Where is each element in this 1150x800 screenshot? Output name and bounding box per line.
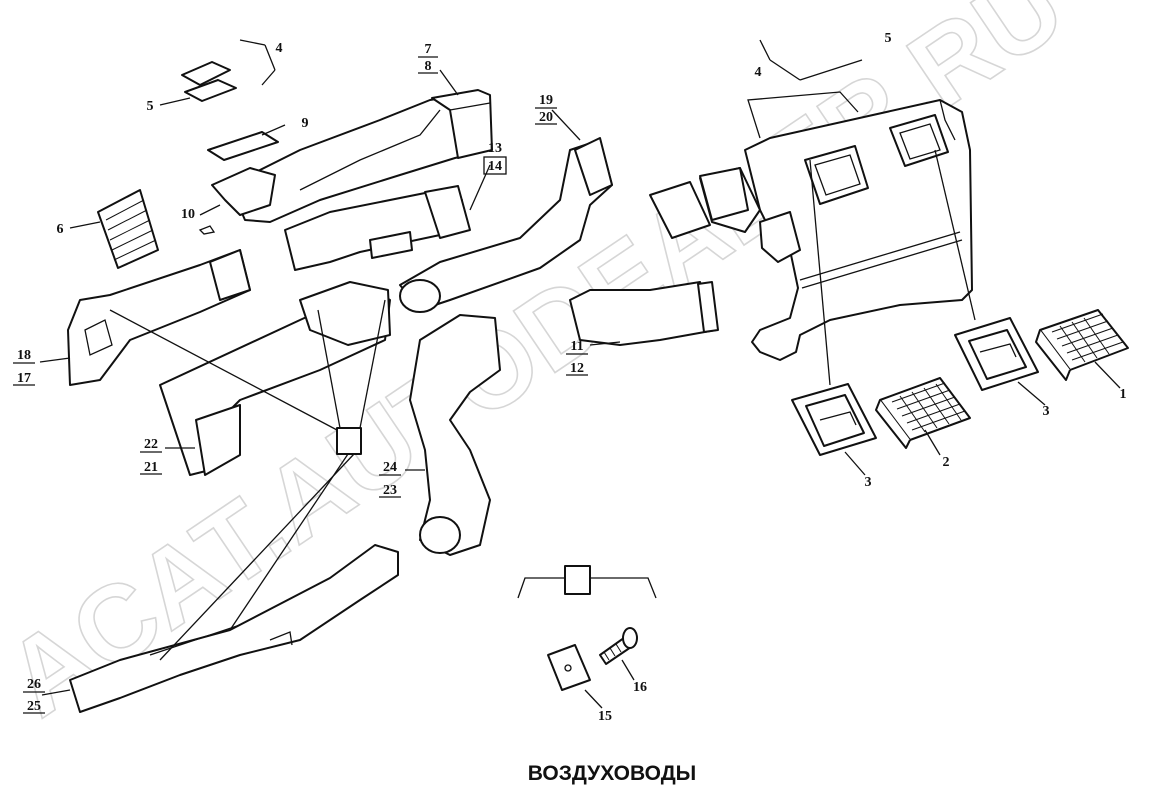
label-5-left: 5 [147,99,154,114]
panel-leader-lines [747,39,976,386]
centre-duct-19-20 [399,137,613,313]
label-20: 20 [539,110,553,125]
label-1: 1 [1120,387,1127,402]
label-12: 12 [570,361,584,376]
label-25: 25 [27,699,41,714]
label-15: 15 [598,709,612,724]
label-16: 16 [633,680,647,695]
label-5-right: 5 [885,31,892,46]
lower-left-duct-21-22 [159,281,391,476]
left-duct-17-18 [67,249,251,386]
label-underlines [13,56,588,714]
label-13: 13 [488,141,502,156]
label-2: 2 [943,455,950,470]
upper-duct-7-8 [229,89,493,223]
label-24: 24 [383,460,397,475]
left-vent-6 [97,189,159,269]
small-vent-parts-left [181,61,279,235]
label-4-left: 4 [276,41,283,56]
label-7: 7 [425,42,432,57]
label-17: 17 [17,371,31,386]
dashboard-panel [699,99,973,361]
label-21: 21 [144,460,158,475]
vent-grille-1 [1035,309,1129,381]
label-14: 14 [488,159,502,174]
bottom-long-duct-25-26 [69,544,399,713]
label-22: 22 [144,437,158,452]
callout-labels: 1 2 3 3 4 4 5 5 6 7 8 9 10 11 12 13 14 1… [17,31,1127,724]
label-11: 11 [570,339,583,354]
label-9: 9 [302,116,309,131]
label-4-right: 4 [755,65,762,80]
diagram-caption: ВОЗДУХОВОДЫ [528,762,696,785]
label-26: 26 [27,677,41,692]
clip-symbol-leaders [109,299,386,661]
vent-grille-2 [875,377,971,449]
label-10: 10 [181,207,195,222]
vent-bezel-3a [791,383,877,456]
vent-bezel-3b [954,317,1039,391]
label-19: 19 [539,93,553,108]
callout-leader-lines [39,39,1121,709]
label-23: 23 [383,483,397,498]
label-6: 6 [57,222,64,237]
fastener-detail [517,565,657,691]
middle-duct-13-14 [284,185,471,271]
s-duct-23-24 [409,314,501,556]
label-3-right: 3 [1043,404,1050,419]
right-duct-11-12 [569,167,749,346]
label-8: 8 [425,59,432,74]
label-3-left: 3 [865,475,872,490]
label-18: 18 [17,348,31,363]
